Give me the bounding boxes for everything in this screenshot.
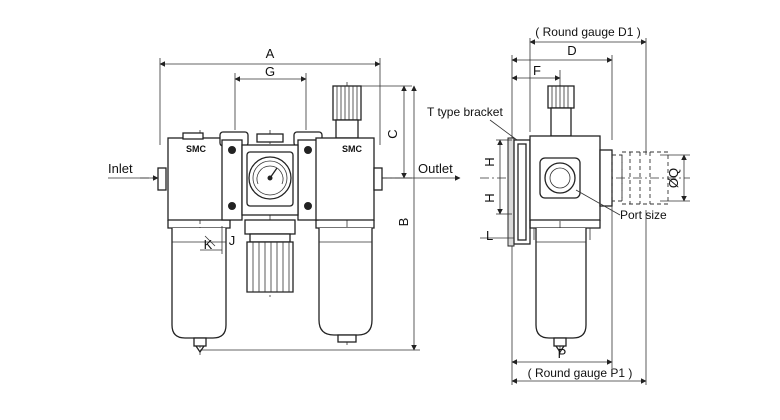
label-l: L xyxy=(486,228,493,243)
pressure-gauge-icon xyxy=(248,156,292,200)
label-round-gauge-p1: ( Round gauge P1 ) xyxy=(528,366,633,380)
lubricator-unit: SMC xyxy=(315,85,383,343)
port-size-leader xyxy=(575,189,621,216)
port-size-label: Port size xyxy=(620,208,667,222)
label-phi-q: ØQ xyxy=(666,168,681,188)
label-c: C xyxy=(385,129,400,138)
label-d: D xyxy=(567,43,576,58)
label-f: F xyxy=(533,63,541,78)
label-k: K xyxy=(204,237,213,252)
brand-logo-right: SMC xyxy=(342,144,363,154)
round-gauge-outline xyxy=(611,151,669,205)
t-type-bracket xyxy=(507,137,531,247)
dimension-l: L xyxy=(480,228,515,246)
t-type-bracket-label: T type bracket xyxy=(427,105,503,119)
label-a: A xyxy=(266,46,275,61)
side-view: ( Round gauge D1 ) D F T type bracket xyxy=(427,25,690,385)
label-p: P xyxy=(558,346,567,361)
label-g: G xyxy=(265,64,275,79)
side-knob xyxy=(547,85,575,137)
outlet-label: Outlet xyxy=(418,161,453,176)
inlet-label: Inlet xyxy=(108,161,133,176)
label-round-gauge-d1: ( Round gauge D1 ) xyxy=(535,25,640,39)
label-j: J xyxy=(229,233,236,248)
brand-logo-left: SMC xyxy=(186,144,207,154)
dimension-phi-q: ØQ xyxy=(660,154,690,202)
dimension-round-gauge-d1: ( Round gauge D1 ) xyxy=(529,25,647,155)
label-h-bottom: H xyxy=(482,193,497,202)
side-body xyxy=(529,135,613,354)
regulator-unit xyxy=(219,131,323,293)
dimension-g: G xyxy=(234,64,307,130)
label-b: B xyxy=(396,218,411,227)
port-icon xyxy=(539,157,581,199)
label-h-top: H xyxy=(482,157,497,166)
dimension-b: B xyxy=(200,85,420,351)
dimension-a: A xyxy=(159,46,381,145)
filter-unit: SMC xyxy=(157,132,231,354)
dimension-h: H H xyxy=(482,139,512,215)
t-type-bracket-leader xyxy=(489,119,518,141)
front-view: A G C B Inlet Outlet xyxy=(108,46,461,355)
dimension-round-gauge-p1: ( Round gauge P1 ) xyxy=(511,210,647,385)
dimension-k-j: K J xyxy=(200,226,235,254)
dimension-p: P xyxy=(511,206,613,385)
dimension-d: D xyxy=(511,43,613,140)
